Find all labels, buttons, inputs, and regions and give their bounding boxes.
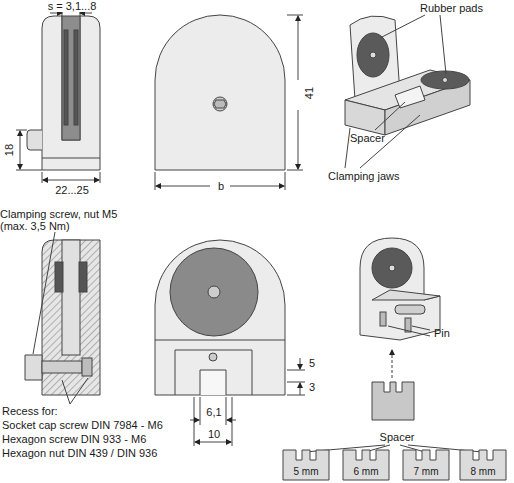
- spacer-size: 7 mm: [414, 466, 439, 478]
- part-name: Rubber pads: [420, 2, 483, 14]
- spacer-size: 5 mm: [294, 466, 319, 478]
- dimension-text: 6,1: [205, 406, 222, 418]
- note-text: Hexagon screw DIN 933 - M6: [2, 433, 146, 445]
- dimension-text: 41: [303, 87, 315, 99]
- note-text: Recess for:: [2, 405, 58, 417]
- note-text: Clamping screw, nut M5: [0, 208, 117, 220]
- note-text: (max. 3,5 Nm): [0, 220, 70, 232]
- dimension-text: 22...25: [54, 184, 90, 196]
- spacer-size: 6 mm: [354, 466, 379, 478]
- part-name: Clamping jaws: [328, 170, 400, 182]
- dimension-text: s = 3,1...8: [47, 0, 98, 12]
- dimension-text: 5: [309, 357, 315, 369]
- dimension-text: 10: [207, 428, 221, 440]
- part-name: Spacer: [379, 431, 416, 443]
- spacer-size: 8 mm: [471, 466, 496, 478]
- dimension-text: 18: [3, 144, 15, 156]
- part-name: Pin: [434, 327, 450, 339]
- note-text: Hexagon nut DIN 439 / DIN 936: [2, 447, 157, 459]
- part-name: Spacer: [350, 132, 385, 144]
- note-text: Socket cap screw DIN 7984 - M6: [2, 419, 163, 431]
- dimension-text: 3: [309, 381, 315, 393]
- dimension-text: b: [217, 180, 225, 192]
